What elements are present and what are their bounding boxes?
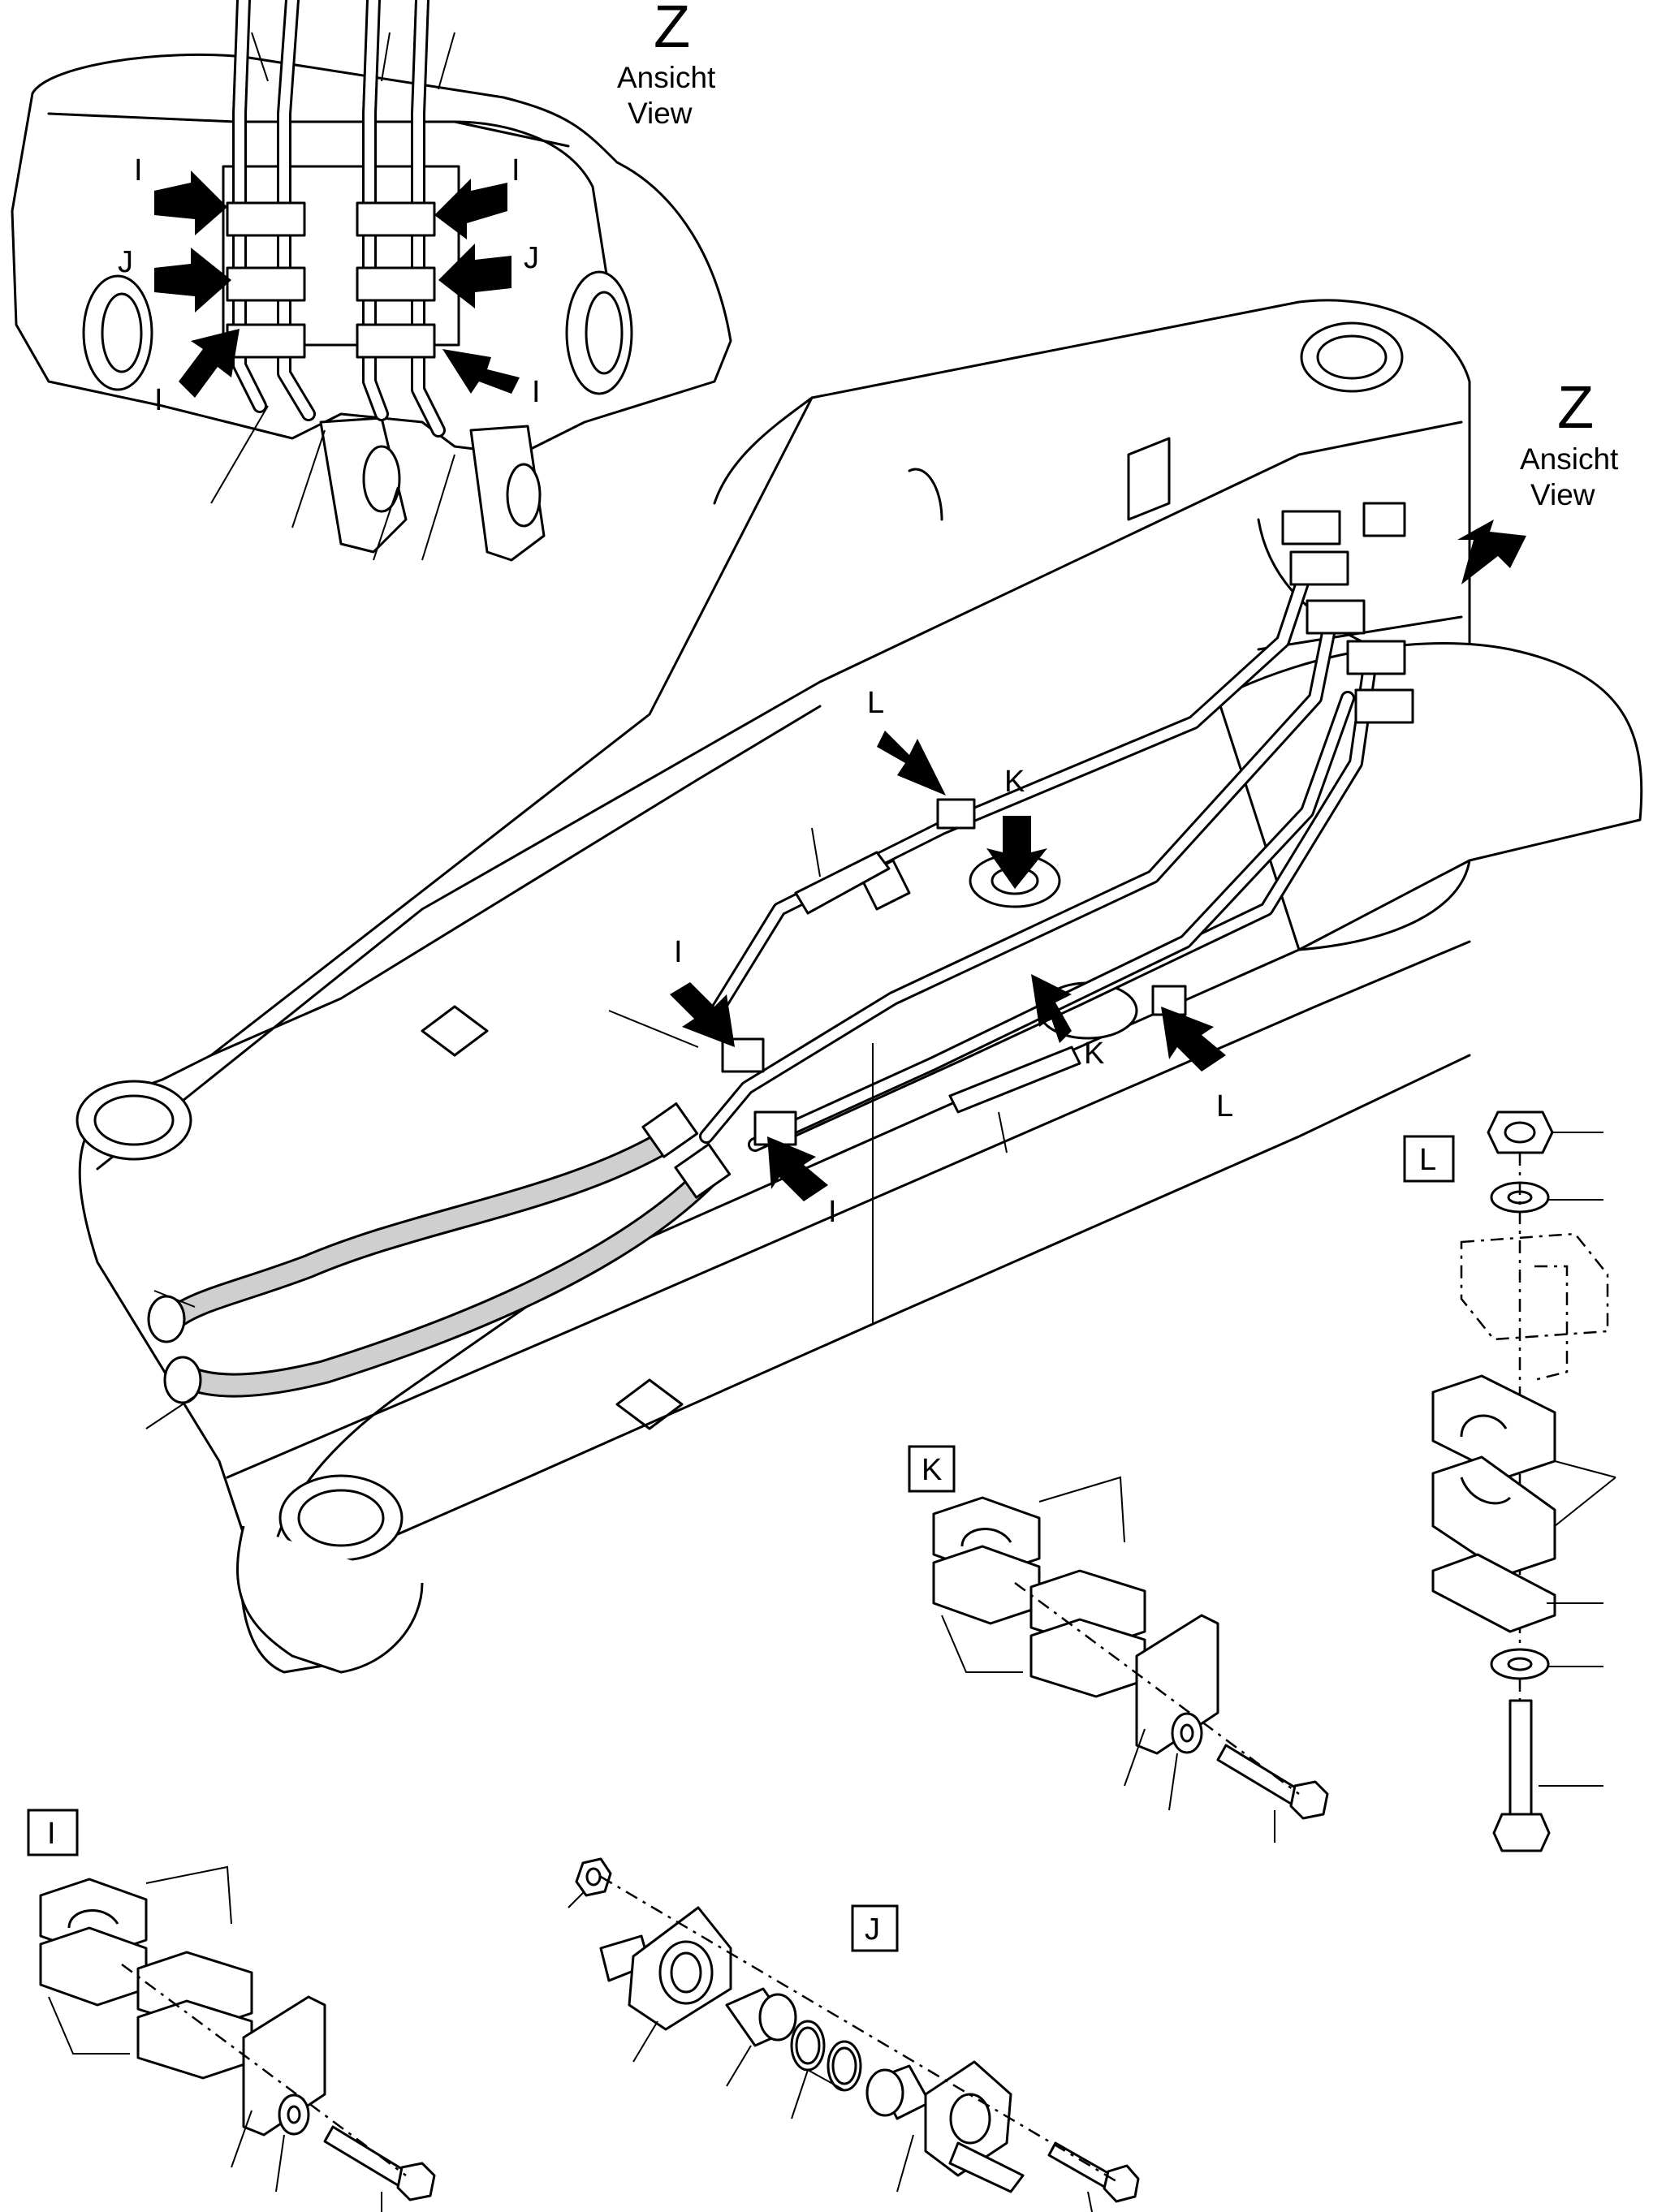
- detail-k-label-box: [908, 1445, 956, 1493]
- clamp-half-lower: [1431, 1455, 1556, 1576]
- arrow-icon: [670, 982, 735, 1047]
- detail-j-label-box: [851, 1904, 899, 1952]
- arrow-icon: [179, 329, 240, 398]
- callout-i: I: [154, 383, 163, 417]
- bolt-head: [1289, 1780, 1329, 1820]
- view-z-ansicht: Ansicht: [617, 61, 716, 94]
- bolt: [1216, 1744, 1301, 1805]
- view-z-letter: Z: [654, 0, 690, 60]
- detail-l: L: [1403, 1110, 1616, 1852]
- bolt: [1047, 2141, 1114, 2189]
- detail-l-label: L: [1419, 1143, 1436, 1177]
- callout-i: I: [828, 1195, 837, 1229]
- arrow-icon: [154, 170, 227, 235]
- detail-k: K: [908, 1445, 1329, 1843]
- detail-i-label: I: [47, 1817, 56, 1851]
- arrow-icon: [767, 1136, 828, 1201]
- detail-i: I: [27, 1809, 436, 2212]
- arrow-icon: [154, 248, 231, 313]
- callout-i: I: [674, 935, 683, 969]
- bolt-head: [1103, 2164, 1140, 2203]
- arrow-icon: [1161, 1007, 1226, 1072]
- boom-pipes: [699, 502, 1414, 1152]
- arrow-icon: [442, 349, 520, 394]
- arrow-icon: [434, 179, 507, 239]
- view-z-letter: Z: [1557, 373, 1594, 441]
- callout-i: I: [134, 153, 143, 188]
- arrow-icon: [1031, 974, 1072, 1043]
- pipe-end: [948, 2141, 1025, 2193]
- view-z-view: View: [1530, 478, 1595, 511]
- inset-view-z: Z Ansicht View I I J J I I: [11, 0, 732, 562]
- bolt-head: [1492, 1813, 1551, 1852]
- bolt-head: [396, 2162, 436, 2201]
- main-callout-arrows: [670, 520, 1526, 1201]
- callout-k: K: [1004, 765, 1025, 799]
- boom-assembly: [76, 299, 1643, 1674]
- arrow-icon: [438, 244, 511, 308]
- callout-k: K: [1084, 1037, 1104, 1071]
- callout-i: I: [511, 153, 520, 188]
- callout-j: J: [524, 241, 539, 275]
- arrow-icon: [1457, 520, 1526, 584]
- boom-body: [78, 299, 1471, 1674]
- view-z-ansicht: Ansicht: [1520, 442, 1619, 476]
- arrow-icon: [986, 816, 1047, 889]
- detail-i-label-box: [27, 1809, 79, 1856]
- plate: [1431, 1553, 1556, 1633]
- detail-j-label: J: [865, 1912, 880, 1947]
- bolt-shank: [1508, 1699, 1533, 1816]
- view-z-view: View: [628, 97, 693, 130]
- bolt: [323, 2125, 408, 2187]
- callout-l: L: [867, 686, 884, 720]
- callout-i: I: [532, 375, 541, 409]
- callout-j: J: [118, 245, 133, 279]
- detail-k-label: K: [921, 1453, 942, 1487]
- inset-pipes: [232, 0, 446, 438]
- arrow-icon: [877, 731, 946, 796]
- detail-j: J: [568, 1857, 1140, 2212]
- flexible-hoses: [145, 1102, 732, 1429]
- callout-l: L: [1216, 1089, 1233, 1123]
- detail-l-label-box: [1403, 1135, 1455, 1183]
